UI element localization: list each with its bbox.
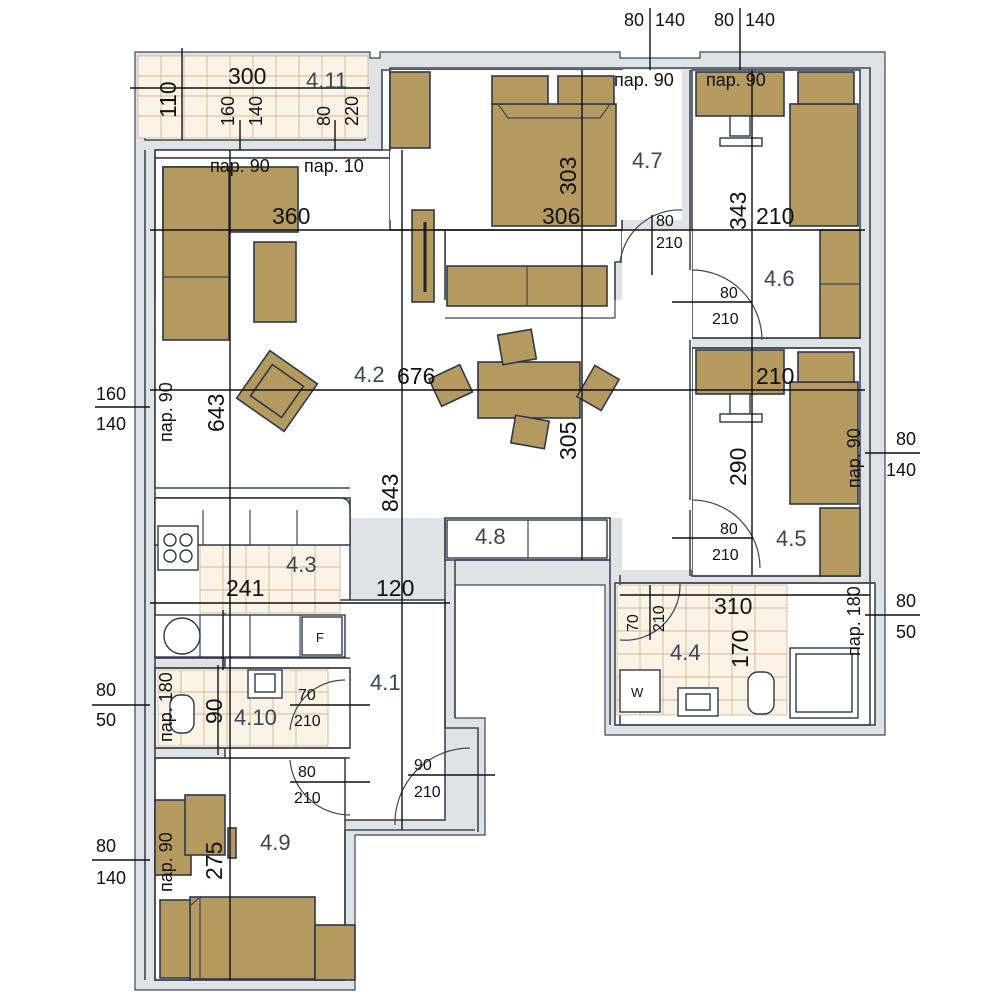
dim-300: 300 xyxy=(228,63,266,89)
double-bed xyxy=(491,103,617,227)
balcony-tiles xyxy=(137,55,369,139)
window-top-b-height: 140 xyxy=(745,10,775,30)
dim-643: 643 xyxy=(203,394,229,432)
door-47-height: 210 xyxy=(656,235,683,252)
door-46-height: 210 xyxy=(712,311,739,328)
window-left-b-width: 80 xyxy=(96,680,116,700)
door-410-height: 210 xyxy=(294,713,321,730)
door-labels: 80 210 80 210 80 210 70 210 70 210 80 21… xyxy=(294,213,739,807)
window-left-c-width: 80 xyxy=(96,836,116,856)
desk-45 xyxy=(695,349,785,395)
dim-210-mid: 210 xyxy=(756,363,794,389)
coffee-table xyxy=(253,241,297,323)
door-49-height: 210 xyxy=(294,790,321,807)
toilet-icon xyxy=(169,694,195,734)
dim-343: 343 xyxy=(725,192,751,230)
door-46-width: 80 xyxy=(720,285,738,302)
window-right-b-width: 80 xyxy=(896,591,916,611)
window-right-b-note: пар. 180 xyxy=(844,586,864,656)
wardrobe-45 xyxy=(819,507,861,577)
washer-icon xyxy=(619,669,661,713)
room-4-6: 4.6 xyxy=(764,266,795,291)
door-49-width: 80 xyxy=(298,764,316,781)
dim-676: 676 xyxy=(397,363,435,389)
fridge-icon xyxy=(301,616,343,656)
dim-170: 170 xyxy=(727,630,753,668)
door-45-height: 210 xyxy=(712,547,739,564)
window-balc-b-note: пар. 10 xyxy=(304,156,364,176)
room-labels: 4.1 4.2 4.3 4.4 4.5 4.6 4.7 4.8 4.9 4.10… xyxy=(234,68,807,855)
room-4-1: 4.1 xyxy=(370,670,401,695)
window-top-b-note: пар. 90 xyxy=(706,70,766,90)
door-45-width: 80 xyxy=(720,521,738,538)
door-swings xyxy=(289,209,763,826)
window-top-a-width: 80 xyxy=(624,10,644,30)
door-entry-height: 210 xyxy=(414,784,441,801)
window-left-b-note: пар. 180 xyxy=(156,672,176,742)
desk xyxy=(695,71,785,117)
dim-120: 120 xyxy=(376,575,414,601)
window-right-a-note: пар. 90 xyxy=(844,428,864,488)
dim-360: 360 xyxy=(272,203,310,229)
room-4-4: 4.4 xyxy=(670,640,701,665)
room-4-2: 4.2 xyxy=(354,362,385,387)
dim-275: 275 xyxy=(201,842,227,880)
window-balc-a-note: пар. 90 xyxy=(210,156,270,176)
dim-305: 305 xyxy=(555,422,581,460)
dim-110: 110 xyxy=(155,81,181,118)
window-right-b-height: 50 xyxy=(896,622,916,642)
room-4-10: 4.10 xyxy=(234,705,277,730)
window-top-a-note: пар. 90 xyxy=(614,70,674,90)
single-bed-45 xyxy=(789,381,859,505)
door-entry-width: 90 xyxy=(414,757,432,774)
window-left-c-note: пар. 90 xyxy=(156,832,176,892)
window-balc-b-height: 220 xyxy=(342,96,362,126)
bed-49 xyxy=(189,896,316,980)
stove-icon xyxy=(157,525,199,571)
room-4-3: 4.3 xyxy=(286,552,317,577)
dim-310: 310 xyxy=(714,593,752,619)
dim-290: 290 xyxy=(725,448,751,486)
window-labels: 80 140 пар. 90 80 140 пар. 90 160 140 па… xyxy=(96,10,916,892)
window-left-a-note: пар. 90 xyxy=(156,382,176,442)
dimension-labels: 300 110 360 306 303 343 210 676 643 305 … xyxy=(155,63,794,880)
window-top-a-height: 140 xyxy=(655,10,685,30)
dim-306: 306 xyxy=(542,203,580,229)
window-left-b-height: 50 xyxy=(96,710,116,730)
window-right-a-height: 140 xyxy=(886,460,916,480)
dim-303: 303 xyxy=(555,157,581,195)
room-4-8: 4.8 xyxy=(475,524,506,549)
room-4-9: 4.9 xyxy=(260,830,291,855)
window-left-c-height: 140 xyxy=(96,868,126,888)
sink-icon xyxy=(163,617,201,655)
room-4-5: 4.5 xyxy=(776,526,807,551)
window-right-a-width: 80 xyxy=(896,429,916,449)
washer-label: W xyxy=(631,685,644,700)
window-left-a-height: 140 xyxy=(96,414,126,434)
dim-90: 90 xyxy=(201,698,227,724)
wardrobe xyxy=(389,71,431,149)
window-balc-a-width: 160 xyxy=(218,96,238,126)
single-bed xyxy=(789,103,859,227)
door-44-height: 210 xyxy=(651,605,668,632)
room-4-7: 4.7 xyxy=(632,148,663,173)
door-47-width: 80 xyxy=(656,213,674,230)
toilet-bath-icon xyxy=(747,671,775,715)
door-44-width: 70 xyxy=(625,614,642,632)
dim-210-top: 210 xyxy=(756,203,794,229)
tv-unit xyxy=(411,209,435,303)
dim-843: 843 xyxy=(377,474,403,512)
window-balc-b-width: 80 xyxy=(314,106,334,126)
dimension-lines xyxy=(92,8,920,980)
fridge-label: F xyxy=(316,630,324,645)
window-top-b-width: 80 xyxy=(714,10,734,30)
window-balc-a-height: 140 xyxy=(246,96,266,126)
room-4-11: 4.11 xyxy=(306,68,347,93)
door-410-width: 70 xyxy=(298,687,316,704)
window-left-a-width: 160 xyxy=(96,384,126,404)
kitchen-tiles xyxy=(199,544,341,614)
dim-241: 241 xyxy=(226,575,264,601)
